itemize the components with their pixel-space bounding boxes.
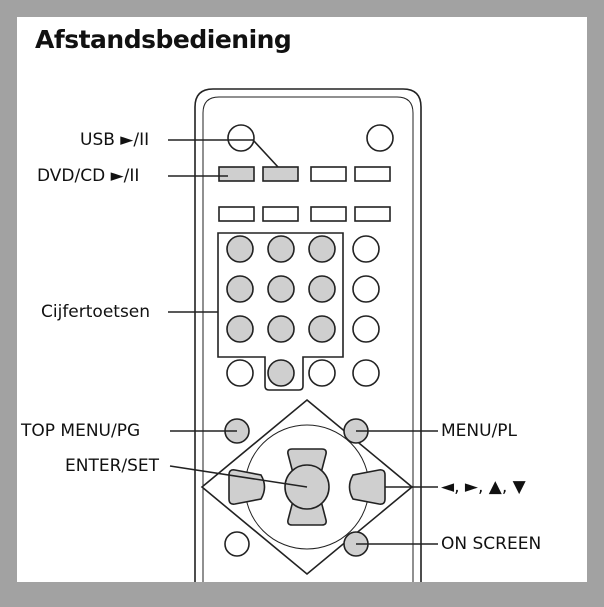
number-key-7	[226, 315, 254, 343]
menu-pl-label: MENU/PL	[441, 421, 518, 441]
number-key-6	[308, 275, 336, 303]
remote-body-inner	[202, 96, 414, 582]
number-key-2	[267, 235, 295, 263]
row2-button-2	[262, 206, 299, 222]
number-key-5	[267, 275, 295, 303]
enter-set-leader-line	[169, 465, 308, 488]
usb-leader-line	[168, 139, 279, 168]
diagram-panel: Afstandsbediening	[17, 17, 587, 582]
top-menu-label: TOP MENU/PG	[21, 421, 141, 441]
number-key-1	[226, 235, 254, 263]
usb-play-pause-button	[262, 166, 299, 182]
row1-button-3	[310, 166, 347, 182]
row1-button-4	[354, 166, 391, 182]
page-title: Afstandsbediening	[35, 25, 292, 54]
number-keys-outline	[217, 232, 344, 391]
row2-button-1	[218, 206, 255, 222]
on-screen-label: ON SCREEN	[441, 534, 542, 554]
power-button	[227, 124, 255, 152]
bottom-key-left	[226, 359, 254, 387]
row2-button-4	[354, 206, 391, 222]
side-key-3	[352, 315, 380, 343]
number-key-3	[308, 235, 336, 263]
bottom-key-right-2	[352, 359, 380, 387]
usb-label: USB ►/II	[80, 130, 150, 150]
arrow-right-key	[348, 469, 386, 505]
bottom-key-right-1	[308, 359, 336, 387]
top-right-button	[366, 124, 394, 152]
remote-diagram	[168, 88, 438, 582]
bottom-left-key	[224, 531, 250, 557]
number-key-4	[226, 275, 254, 303]
side-key-2	[352, 275, 380, 303]
row2-button-3	[310, 206, 347, 222]
number-key-8	[267, 315, 295, 343]
arrows-label: ◄, ►, ▲, ▼	[441, 477, 526, 497]
number-key-9	[308, 315, 336, 343]
dvd-cd-play-pause-button	[218, 166, 255, 182]
enter-set-label: ENTER/SET	[65, 456, 160, 476]
dvd-cd-label: DVD/CD ►/II	[37, 166, 140, 186]
arrow-left-key	[228, 469, 266, 505]
side-key-1	[352, 235, 380, 263]
number-key-0	[267, 359, 295, 387]
cijfertoetsen-label: Cijfertoetsen	[41, 302, 151, 322]
